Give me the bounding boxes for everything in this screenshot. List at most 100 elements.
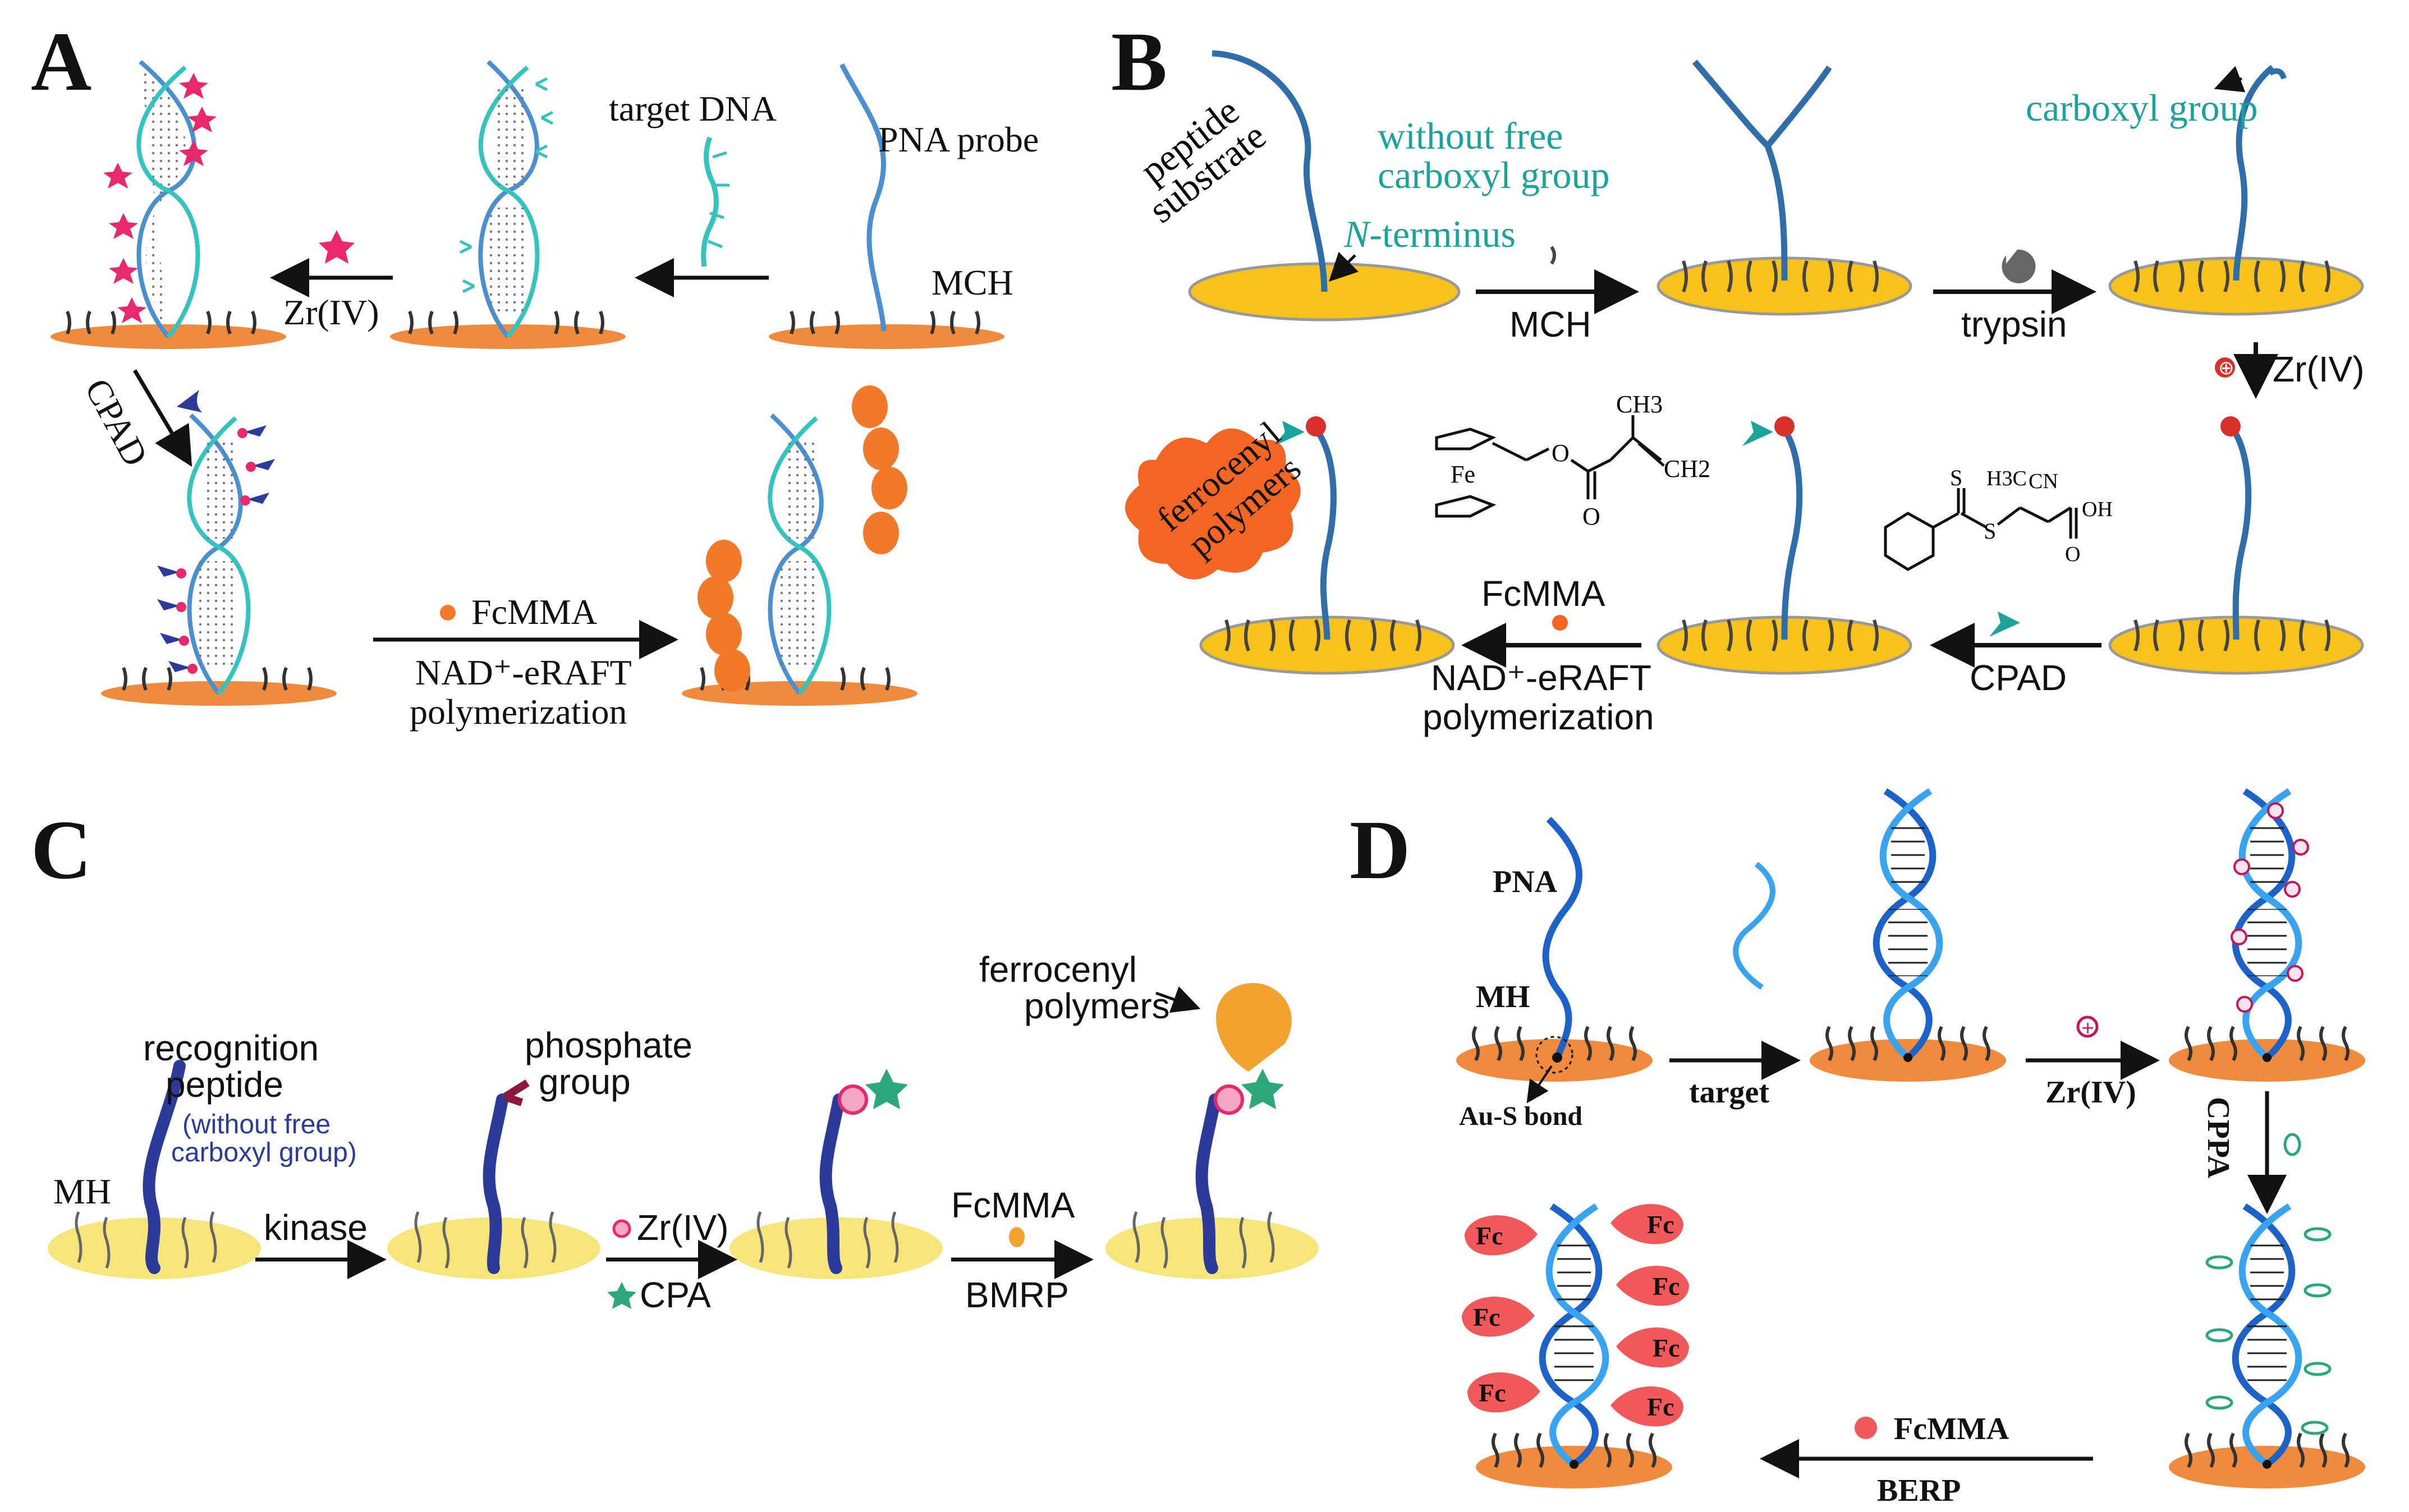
mch-molecule-icon — [1550, 246, 1556, 265]
label-aus: Au-S bond — [1459, 1101, 1582, 1131]
fc-label-5: Fc — [1653, 1334, 1680, 1362]
label-nad-a: NAD⁺-eRAFT — [415, 652, 632, 692]
target-strand-d — [1733, 862, 1775, 990]
fcmma-dot-a — [440, 605, 456, 621]
fc-polymers-d: Fc Fc Fc Fc Fc Fc — [1462, 1204, 1689, 1427]
duplex-a1 — [103, 59, 217, 338]
panel-a-letter: A — [31, 15, 91, 108]
fc-blob-4: Fc — [1462, 1297, 1535, 1337]
trypsin-icon — [2002, 249, 2036, 283]
label-polymerization-b: polymerization — [1423, 697, 1654, 737]
cpad-icon-a — [177, 390, 202, 412]
cpad-on-peptide-b5 — [1742, 421, 1773, 446]
label-peptide-c: peptide — [166, 1064, 283, 1105]
pna-strand-d1 — [1542, 816, 1582, 1059]
label-recognition: recognition — [143, 1028, 319, 1068]
panel-d-letter: D — [1350, 803, 1410, 897]
label-nad-b: NAD⁺-eRAFT — [1431, 658, 1651, 698]
arrow-n-terminus — [1328, 252, 1359, 282]
zr-on-peptide-b4 — [2220, 416, 2241, 436]
fc-label-6: Fc — [1479, 1378, 1506, 1407]
label-fcmma-d: FcMMA — [1894, 1412, 2009, 1446]
label-kinase: kinase — [264, 1207, 368, 1248]
label-chem-o3: O — [2065, 543, 2080, 566]
cpad-structure — [1884, 488, 2078, 571]
label-pna-probe: PNA probe — [878, 120, 1039, 159]
duplex-a2 — [459, 60, 554, 338]
label-berp: BERP — [1877, 1473, 1961, 1508]
label-phosphate-group: group — [539, 1061, 631, 1102]
panel-b: B peptide substrate without free carboxy… — [1111, 15, 2365, 737]
label-ferrocenyl-c: ferrocenyl — [979, 949, 1137, 990]
label-recog-paren2: carboxyl group) — [171, 1138, 357, 1168]
label-zr-b: Zr(IV) — [2273, 349, 2365, 389]
label-fcmma-c: FcMMA — [951, 1185, 1075, 1225]
label-zr-c: Zr(IV) — [637, 1207, 729, 1248]
label-without-free: without free — [1378, 114, 1563, 157]
fcmma-dot-d — [1855, 1417, 1877, 1439]
fc-label-1: Fc — [1476, 1221, 1503, 1250]
label-carboxyl-group: carboxyl group — [2026, 86, 2258, 129]
peptide-b2 — [1692, 59, 1832, 281]
helix-d2 — [1873, 788, 1943, 1062]
label-chem-h3c: H3C — [1986, 467, 2027, 490]
arrow-ferrocenyl-c — [1155, 986, 1201, 1013]
label-polymers-c: polymers — [1024, 986, 1170, 1026]
au-s-bond-dot — [1552, 1053, 1562, 1063]
label-chem-s1: S — [1950, 465, 1962, 490]
zr-ion-icon-b: ⊕ — [2215, 357, 2235, 379]
fc-blob-7: Fc — [1610, 1386, 1683, 1427]
label-zr-d: Zr(IV) — [2045, 1075, 2136, 1110]
peptide-b5 — [1779, 424, 1803, 640]
carboxyl-cap — [2268, 68, 2287, 80]
fcmma-dot-b — [1552, 615, 1568, 631]
duplex-a4 — [157, 413, 275, 695]
arrow-carboxyl — [2214, 66, 2246, 93]
cpad-icon-b — [1989, 612, 2020, 637]
cpa-icon-c — [607, 1282, 636, 1309]
label-trypsin: trypsin — [1961, 304, 2067, 344]
target-dna-bases — [708, 151, 729, 249]
label-chem-o1: O — [1552, 439, 1570, 467]
fc-label-2: Fc — [1647, 1210, 1674, 1239]
ferrocenyl-polymers-a — [698, 385, 907, 692]
panel-d: D PNA MH Au-S bond target — [1350, 788, 2365, 1508]
svg-text:⊕: ⊕ — [2218, 357, 2234, 379]
target-dna-strand — [701, 136, 719, 267]
label-chem-s2: S — [1984, 518, 1996, 544]
label-mch-a: MCH — [932, 263, 1013, 302]
peptide-b6 — [1310, 424, 1337, 640]
zr-plus-d: + — [2081, 1018, 2095, 1038]
pna-probe-strand — [839, 63, 887, 332]
label-polymerization-a: polymerization — [410, 692, 627, 732]
cppa-icon-d — [2283, 1133, 2301, 1156]
peptide-c3 — [819, 1093, 845, 1274]
cpad-on-peptide-b6 — [1274, 421, 1305, 446]
zr-star-markers-a1 — [103, 73, 217, 323]
label-cpa: CPA — [640, 1275, 711, 1315]
label-recog-paren1: (without free — [182, 1110, 331, 1139]
mch-squiggles-a — [66, 310, 980, 691]
label-target-dna: target DNA — [609, 89, 777, 128]
label-target-d: target — [1689, 1075, 1769, 1110]
ferrocenyl-polymers-blob — [1125, 428, 1301, 580]
fc-label-4: Fc — [1473, 1303, 1501, 1331]
zr-star-icon-a — [319, 230, 355, 264]
mh-squiggles-c — [75, 1211, 1275, 1269]
peptide-c1 — [143, 1060, 186, 1274]
label-mh-d: MH — [1476, 980, 1530, 1014]
mch-squiggles-b — [1224, 260, 2330, 652]
zr-on-peptide-b6 — [1306, 416, 1326, 436]
label-fcmma-b: FcMMA — [1481, 573, 1605, 614]
cpa-star-c4 — [1241, 1069, 1284, 1109]
zr-bound-c4 — [1214, 1084, 1244, 1115]
zr-bound-c3 — [838, 1084, 868, 1115]
fc-blob-3: Fc — [1616, 1266, 1689, 1306]
mh-squiggles-d — [1472, 1026, 2350, 1468]
au-s-bond-ring — [1535, 1036, 1573, 1074]
zr-on-peptide-b5 — [1774, 416, 1795, 436]
peptide-c2 — [483, 1093, 508, 1274]
label-chem-fe: Fe — [1451, 461, 1475, 488]
peptide-c4 — [1195, 1093, 1221, 1274]
